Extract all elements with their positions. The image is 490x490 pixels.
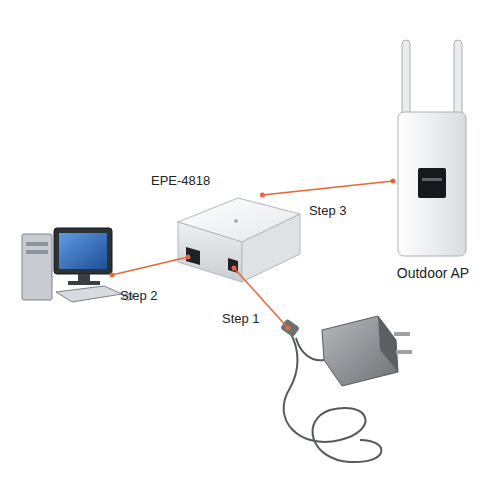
poe-injector (178, 198, 300, 282)
step-leader (110, 255, 191, 278)
computer-icon (22, 228, 133, 302)
cable-connector (260, 179, 396, 198)
power-adapter (280, 316, 412, 462)
step-label: Step 1 (222, 311, 260, 327)
device-label: EPE-4818 (151, 173, 210, 189)
device-label: Outdoor AP (397, 265, 469, 281)
access-point (398, 40, 466, 256)
step-label: Step 3 (307, 203, 349, 219)
access-point-node: Outdoor AP (393, 105, 473, 257)
injector-node: EPE-4818 (175, 195, 300, 285)
step-label: Step 2 (120, 288, 158, 304)
